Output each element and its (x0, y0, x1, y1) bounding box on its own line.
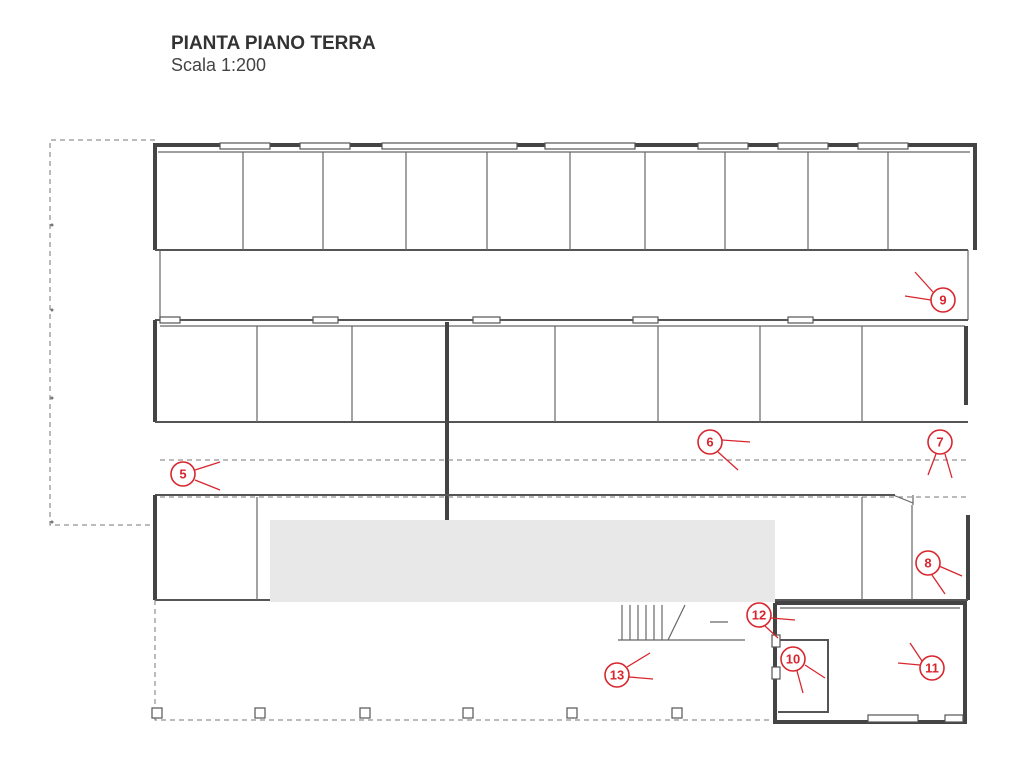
redacted-area (270, 520, 775, 602)
portico-outline (154, 600, 770, 721)
annex-posts (50, 223, 54, 524)
marker-5[interactable]: 5 (170, 461, 221, 491)
marker-12[interactable]: 12 (746, 602, 796, 639)
marker-8[interactable]: 8 (915, 550, 963, 595)
svg-text:10: 10 (786, 652, 800, 667)
service-rooms (771, 601, 967, 724)
marker-7[interactable]: 7 (927, 429, 953, 479)
plan-title: PIANTA PIANO TERRA (171, 33, 376, 54)
middle-block (153, 316, 968, 600)
svg-text:6: 6 (706, 435, 713, 450)
svg-text:5: 5 (179, 467, 186, 482)
plan-scale: Scala 1:200 (171, 55, 267, 75)
top-block (153, 142, 977, 251)
staircase (618, 604, 745, 641)
marker-11[interactable]: 11 (897, 642, 945, 681)
svg-text:12: 12 (752, 608, 766, 623)
marker-9[interactable]: 9 (904, 271, 956, 313)
svg-text:8: 8 (924, 556, 931, 571)
svg-text:11: 11 (925, 661, 939, 676)
marker-10[interactable]: 10 (780, 646, 826, 694)
marker-6[interactable]: 6 (697, 429, 751, 471)
marker-13[interactable]: 13 (604, 652, 654, 688)
svg-text:7: 7 (936, 435, 943, 450)
portico-posts (151, 707, 683, 719)
svg-text:9: 9 (939, 293, 946, 308)
svg-text:13: 13 (610, 668, 624, 683)
annex-outline (49, 139, 155, 526)
